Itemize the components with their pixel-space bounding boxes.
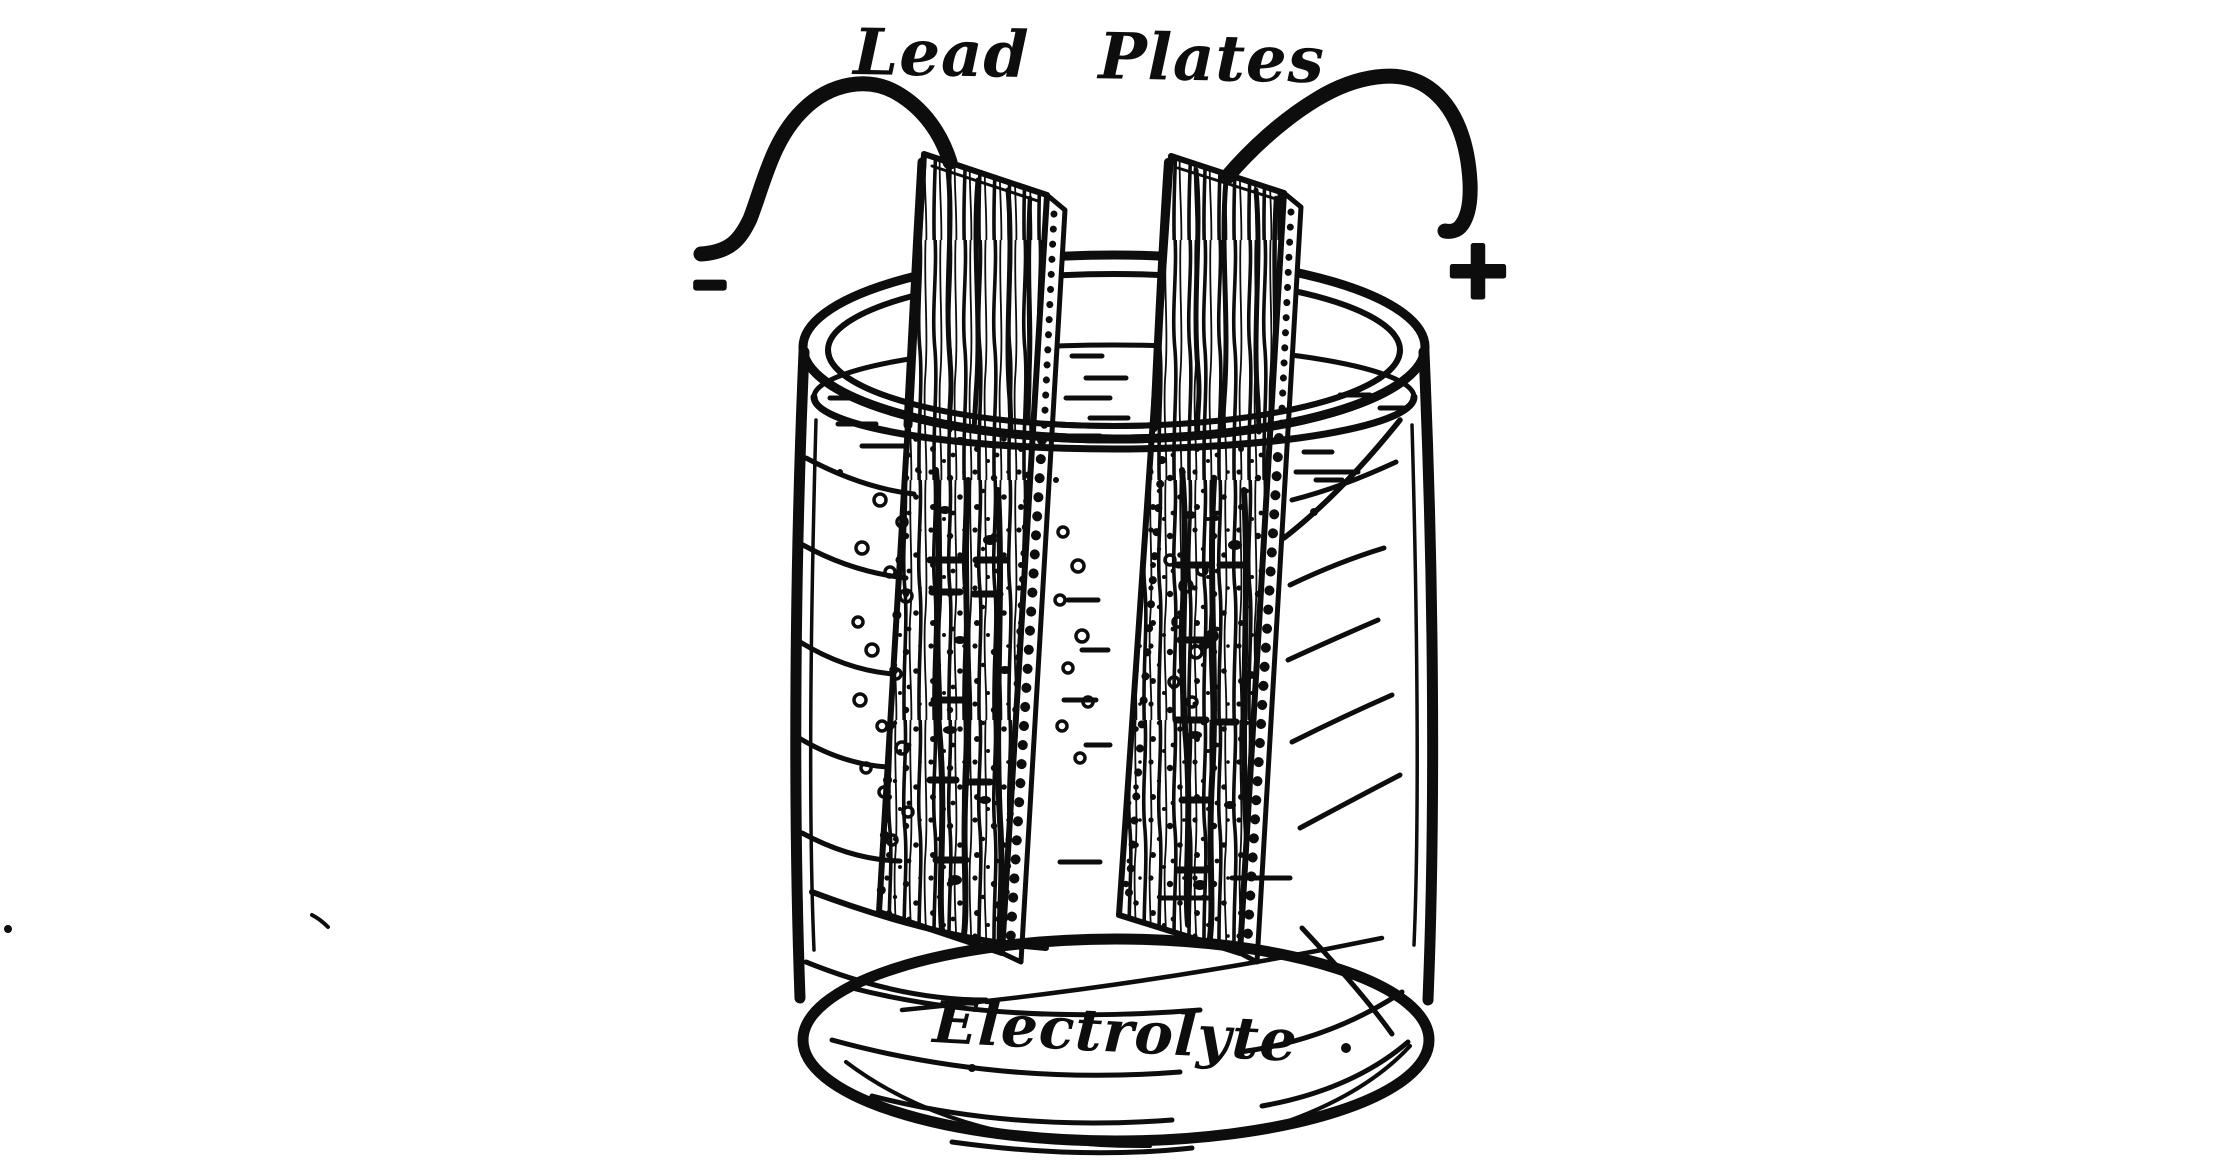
right-plate-side-edge <box>1240 193 1301 962</box>
left-plate-bead-column <box>1005 435 1047 953</box>
right-plate-bead-column-upper <box>1277 208 1295 434</box>
left-plate-left-edge-beads <box>876 555 905 900</box>
left-plate-sulfate-blobs <box>939 506 1011 909</box>
ink-dot-after-label <box>1341 1043 1351 1053</box>
left-plate-side-outline <box>999 192 1068 965</box>
ink-dot-bottom <box>968 1064 976 1072</box>
gas-bubbles <box>851 492 1219 847</box>
left-plate-top-highlight <box>930 164 1040 203</box>
glass-jar-front <box>790 342 1439 1149</box>
negative-wire <box>693 76 958 262</box>
ripple-lines-right <box>1281 417 1403 831</box>
bubble-dots <box>837 467 1318 521</box>
left-plate-edge-shading <box>903 157 927 430</box>
electrolyte-label: Electrolyte <box>929 988 1299 1075</box>
ink-specks <box>4 913 330 933</box>
jar-bottom-inner-arc-right <box>1266 1044 1412 1130</box>
left-plate-inner-bead-column <box>1000 471 1032 939</box>
positive-terminal-label: + <box>1444 222 1513 317</box>
jar-bottom <box>797 933 1435 1147</box>
electrolyte-liquid <box>796 353 1411 1156</box>
liquid-dashes <box>827 353 1407 901</box>
bottom-ripples <box>803 889 1411 1156</box>
jar-bottom-inner-arc-left <box>844 1060 1152 1149</box>
positive-wire <box>1219 68 1478 239</box>
jar-rim-inner-front <box>825 347 1403 429</box>
right-plate-edge-shading <box>1150 158 1172 432</box>
jar-wall-left <box>790 346 810 1004</box>
jar-wall-left-inner <box>809 418 818 952</box>
jar-rim-outer-front <box>798 342 1430 444</box>
right-plate-left-edge-beads <box>1124 456 1166 909</box>
negative-terminal-label: − <box>692 259 729 310</box>
jar-wall-right-inner <box>1410 423 1419 947</box>
left-lead-plate <box>876 151 1068 965</box>
lead-plates-label: Lead Plates <box>851 15 1326 98</box>
wires <box>693 68 1478 262</box>
jar-wall-right <box>1418 346 1439 1006</box>
left-plate-bead-column-upper <box>1040 210 1058 436</box>
